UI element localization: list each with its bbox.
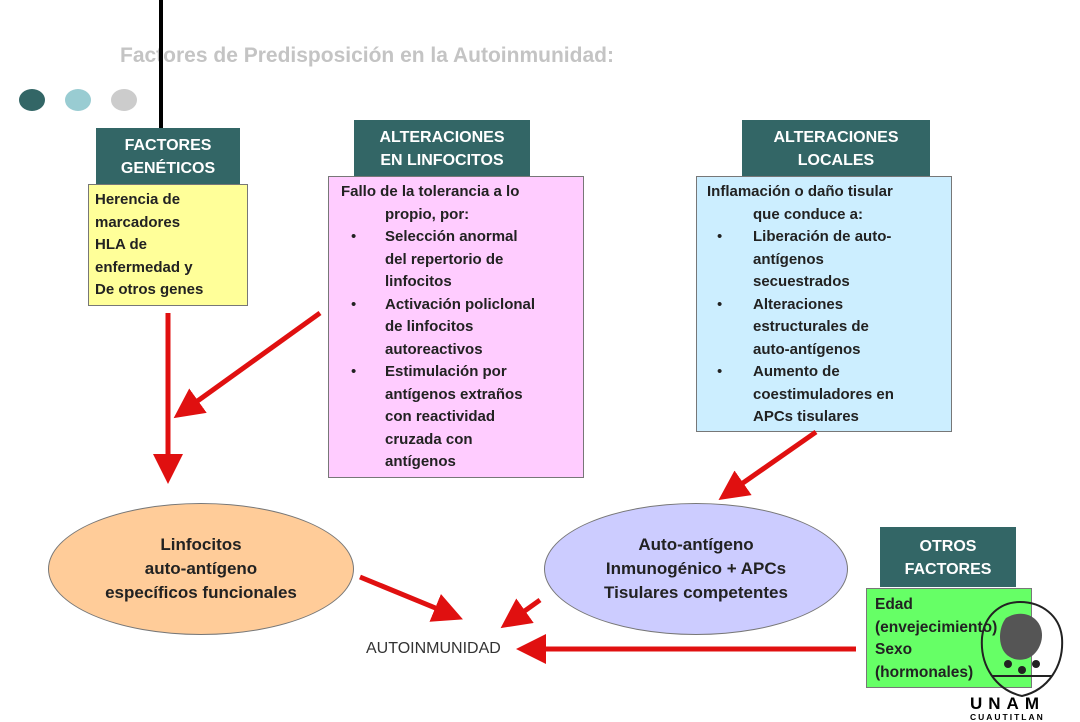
lymph-bullet-line: antígenos — [385, 453, 456, 470]
lymph-ellipse-line: específicos funcionales — [105, 583, 297, 602]
decorative-vertical-line — [159, 0, 163, 132]
local-bullet-line: Aumento de — [753, 363, 840, 380]
lymph-bullet-item: Estimulación por antígenos extraños con … — [341, 361, 577, 474]
auto-ellipse-line: Tisulares competentes — [604, 583, 788, 602]
lymph-bullet-line: autoreactivos — [385, 340, 483, 358]
others-line: (hormonales) — [875, 663, 974, 681]
local-bullet-line: Alteraciones — [753, 295, 844, 313]
unam-shield-icon — [980, 600, 1064, 698]
genetic-line: Herencia de — [95, 191, 181, 208]
others-line: Edad — [875, 596, 913, 613]
local-bullet-item: Aumento de coestimuladores en APCs tisul… — [707, 361, 945, 429]
lymph-bullet-line: del repertorio de — [385, 250, 504, 268]
local-header-line: LOCALES — [797, 152, 875, 169]
lymph-header-line: ALTERACIONES — [379, 129, 505, 146]
autoantigen-ellipse: Auto-antígeno Inmunogénico + APCs Tisula… — [544, 503, 848, 635]
arrow-lymphocytes-to-autoimmunity — [359, 574, 463, 622]
lymph-header-line: EN LINFOCITOS — [380, 152, 504, 169]
local-alterations-header: ALTERACIONES LOCALES — [742, 120, 930, 176]
local-alterations-box: Inflamación o daño tisular que conduce a… — [696, 176, 952, 432]
genetic-factors-box: Herencia de marcadores HLA de enfermedad… — [88, 184, 248, 306]
others-line: (envejecimiento) — [875, 618, 998, 636]
auto-ellipse-line: Auto-antígeno — [638, 535, 754, 554]
decorative-dot-dark — [19, 89, 45, 111]
arrow-lymph-alterations-to-lymphocytes — [173, 310, 322, 419]
logo-text: UNAM — [970, 694, 1045, 713]
lymph-intro-line: propio, por: — [385, 205, 470, 223]
lymph-bullet-line: con reactividad — [385, 408, 496, 425]
logo-subtext: CUAUTITLAN — [970, 712, 1045, 722]
others-line: Sexo — [875, 641, 913, 658]
local-intro-line: Inflamación o daño tisular — [707, 183, 893, 200]
lymph-bullet-line: cruzada con — [385, 430, 473, 448]
arrow-local-to-autoantigen — [718, 429, 818, 501]
lymphocyte-alterations-header: ALTERACIONES EN LINFOCITOS — [354, 120, 530, 176]
lymphocytes-ellipse: Linfocitos auto-antígeno específicos fun… — [48, 503, 354, 635]
lymph-bullet-line: Estimulación por — [385, 363, 507, 380]
lymph-ellipse-line: auto-antígeno — [144, 559, 258, 578]
auto-ellipse-line: Inmunogénico + APCs — [605, 559, 787, 578]
others-header-line: OTROS — [919, 538, 977, 555]
local-bullet-line: APCs tisulares — [753, 408, 859, 425]
local-bullet-item: Liberación de auto- antígenos secuestrad… — [707, 226, 945, 294]
lymph-bullet-line: linfocitos — [385, 273, 452, 290]
lymph-bullet-item: Activación policlonal de linfocitos auto… — [341, 294, 577, 362]
lymph-bullet-line: Selección anormal — [385, 228, 518, 245]
autoimmunity-label: AUTOINMUNIDAD — [366, 640, 501, 657]
genetic-line: enfermedad y — [95, 258, 193, 276]
local-bullet-line: auto-antígenos — [753, 340, 861, 358]
lymph-bullet-line: de linfocitos — [385, 318, 474, 335]
decorative-dot-gray — [111, 89, 137, 111]
genetic-header-line: GENÉTICOS — [120, 160, 216, 177]
lymph-bullet-item: Selección anormal del repertorio de linf… — [341, 226, 577, 294]
other-factors-header: OTROS FACTORES — [880, 527, 1016, 587]
lymph-bullet-line: Activación policlonal — [385, 295, 536, 313]
genetic-factors-header: FACTORES GENÉTICOS — [96, 128, 240, 184]
local-bullet-item: Alteraciones estructurales de auto-antíg… — [707, 294, 945, 362]
others-header-line: FACTORES — [904, 561, 992, 578]
local-bullet-line: coestimuladores en — [753, 385, 894, 403]
local-intro-line: que conduce a: — [753, 205, 864, 223]
lymph-bullet-line: antígenos extraños — [385, 385, 523, 403]
lymph-ellipse-line: Linfocitos — [160, 535, 242, 554]
genetic-line: marcadores — [95, 213, 181, 231]
lymph-intro-line: Fallo de la tolerancia a lo — [341, 183, 520, 200]
local-bullet-line: secuestrados — [753, 273, 850, 290]
decorative-dot-teal — [65, 89, 91, 111]
local-bullet-line: antígenos — [753, 250, 824, 268]
genetic-header-line: FACTORES — [124, 137, 212, 154]
local-bullet-line: Liberación de auto- — [753, 228, 892, 245]
local-bullet-list: Liberación de auto- antígenos secuestrad… — [707, 226, 945, 429]
genetic-line: De otros genes — [95, 281, 204, 298]
page-title: Factores de Predisposición en la Autoinm… — [120, 44, 614, 67]
arrow-autoantigen-to-autoimmunity — [500, 597, 542, 629]
genetic-line: HLA de — [95, 236, 147, 253]
local-header-line: ALTERACIONES — [773, 129, 899, 146]
lymph-bullet-list: Selección anormal del repertorio de linf… — [341, 226, 577, 474]
lymphocyte-alterations-box: Fallo de la tolerancia a lo propio, por:… — [328, 176, 584, 478]
local-bullet-line: estructurales de — [753, 318, 869, 335]
unam-logo: UNAM CUAUTITLAN — [962, 598, 1080, 722]
